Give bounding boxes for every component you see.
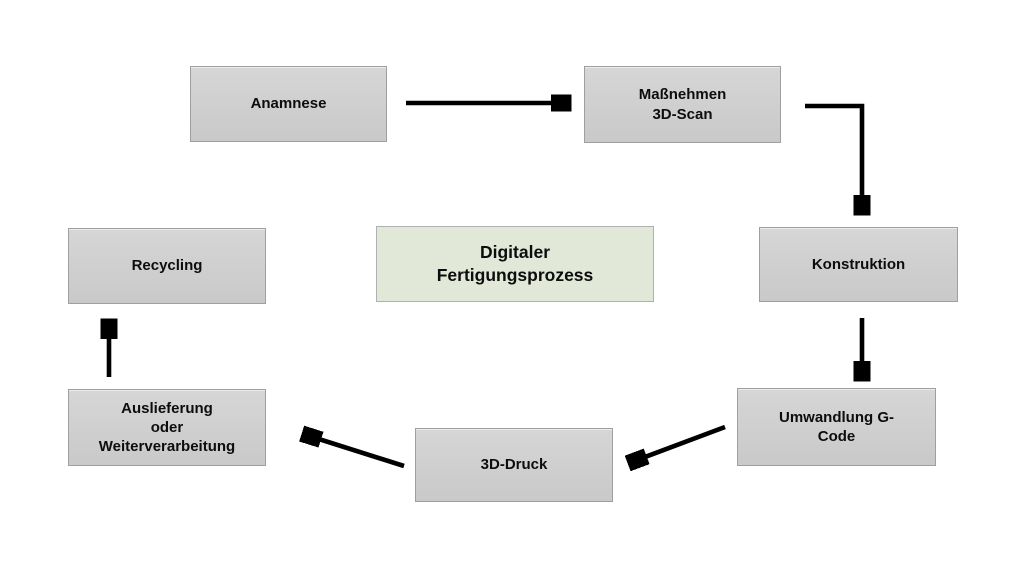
diagram-title: Digitaler Fertigungsprozess (436, 242, 594, 285)
node-massnehmen-3d-scan: Maßnehmen 3D-Scan (584, 66, 781, 143)
node-anamnese-label: Anamnese (250, 95, 327, 113)
arrow-massnehmen-to-konstruktion (805, 103, 862, 214)
arrow-umwandlung-to-druck (629, 424, 726, 463)
arrow-druck-to-auslieferung (303, 434, 405, 469)
node-konstruktion: Konstruktion (759, 227, 958, 302)
node-recycling-label: Recycling (131, 257, 203, 275)
node-auslieferung-weiterverarbeitung-label: Auslieferung oder Weiterverarbeitung (98, 399, 236, 456)
node-umwandlung-g-code: Umwandlung G- Code (737, 388, 936, 466)
node-3d-druck-label: 3D-Druck (480, 456, 548, 474)
node-3d-druck: 3D-Druck (415, 428, 613, 502)
node-auslieferung-weiterverarbeitung: Auslieferung oder Weiterverarbeitung (68, 389, 266, 466)
diagram-title-box: Digitaler Fertigungsprozess (376, 226, 654, 302)
node-konstruktion-label: Konstruktion (811, 255, 906, 273)
node-massnehmen-3d-scan-label: Maßnehmen 3D-Scan (638, 86, 727, 123)
node-umwandlung-g-code-label: Umwandlung G- Code (779, 408, 894, 445)
node-recycling: Recycling (68, 228, 266, 304)
node-anamnese: Anamnese (190, 66, 387, 142)
